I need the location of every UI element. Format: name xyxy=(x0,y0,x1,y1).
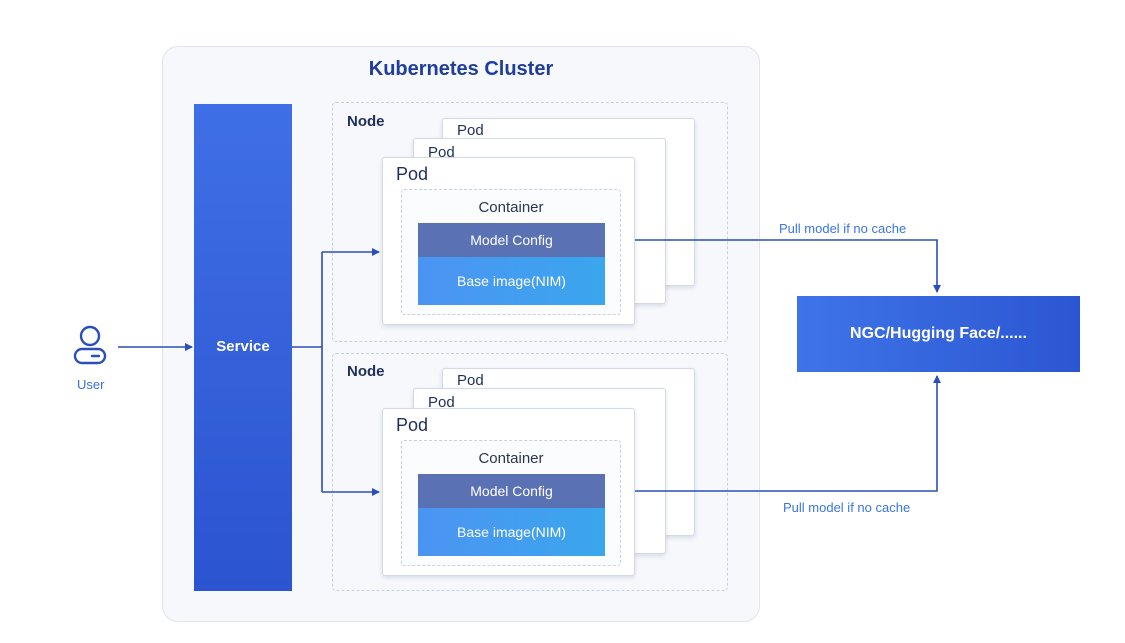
model-config-1: Model Config xyxy=(418,223,605,257)
pod-2-back-2-label: Pod xyxy=(457,372,484,389)
container-2-label: Container xyxy=(478,450,544,467)
model-config-2: Model Config xyxy=(418,474,605,508)
pod-2-back-1-label: Pod xyxy=(428,394,455,411)
pod-1-back-2-label: Pod xyxy=(457,122,484,139)
pod-2-label: Pod xyxy=(396,415,429,435)
node-2-label: Node xyxy=(347,363,385,380)
service-box xyxy=(194,104,292,591)
user-icon xyxy=(73,325,107,365)
pull-label-1: Pull model if no cache xyxy=(779,221,907,236)
container-1-label: Container xyxy=(478,199,544,216)
base-image-1: Base image(NIM) xyxy=(418,257,605,305)
base-image-2: Base image(NIM) xyxy=(418,508,605,556)
pod-1-back-1-label: Pod xyxy=(428,144,455,161)
pull-arrow-2 xyxy=(635,375,941,492)
service-to-pods-connector xyxy=(292,252,323,492)
external-model-registry: NGC/Hugging Face/...... xyxy=(797,296,1080,372)
node-1-label: Node xyxy=(347,113,385,130)
pod-1-label: Pod xyxy=(396,164,429,184)
user-label: User xyxy=(77,377,105,392)
pull-arrow-1 xyxy=(635,239,941,293)
cluster-title: Kubernetes Cluster xyxy=(368,58,554,80)
service-label: Service xyxy=(216,338,270,355)
pull-label-2: Pull model if no cache xyxy=(783,500,911,515)
